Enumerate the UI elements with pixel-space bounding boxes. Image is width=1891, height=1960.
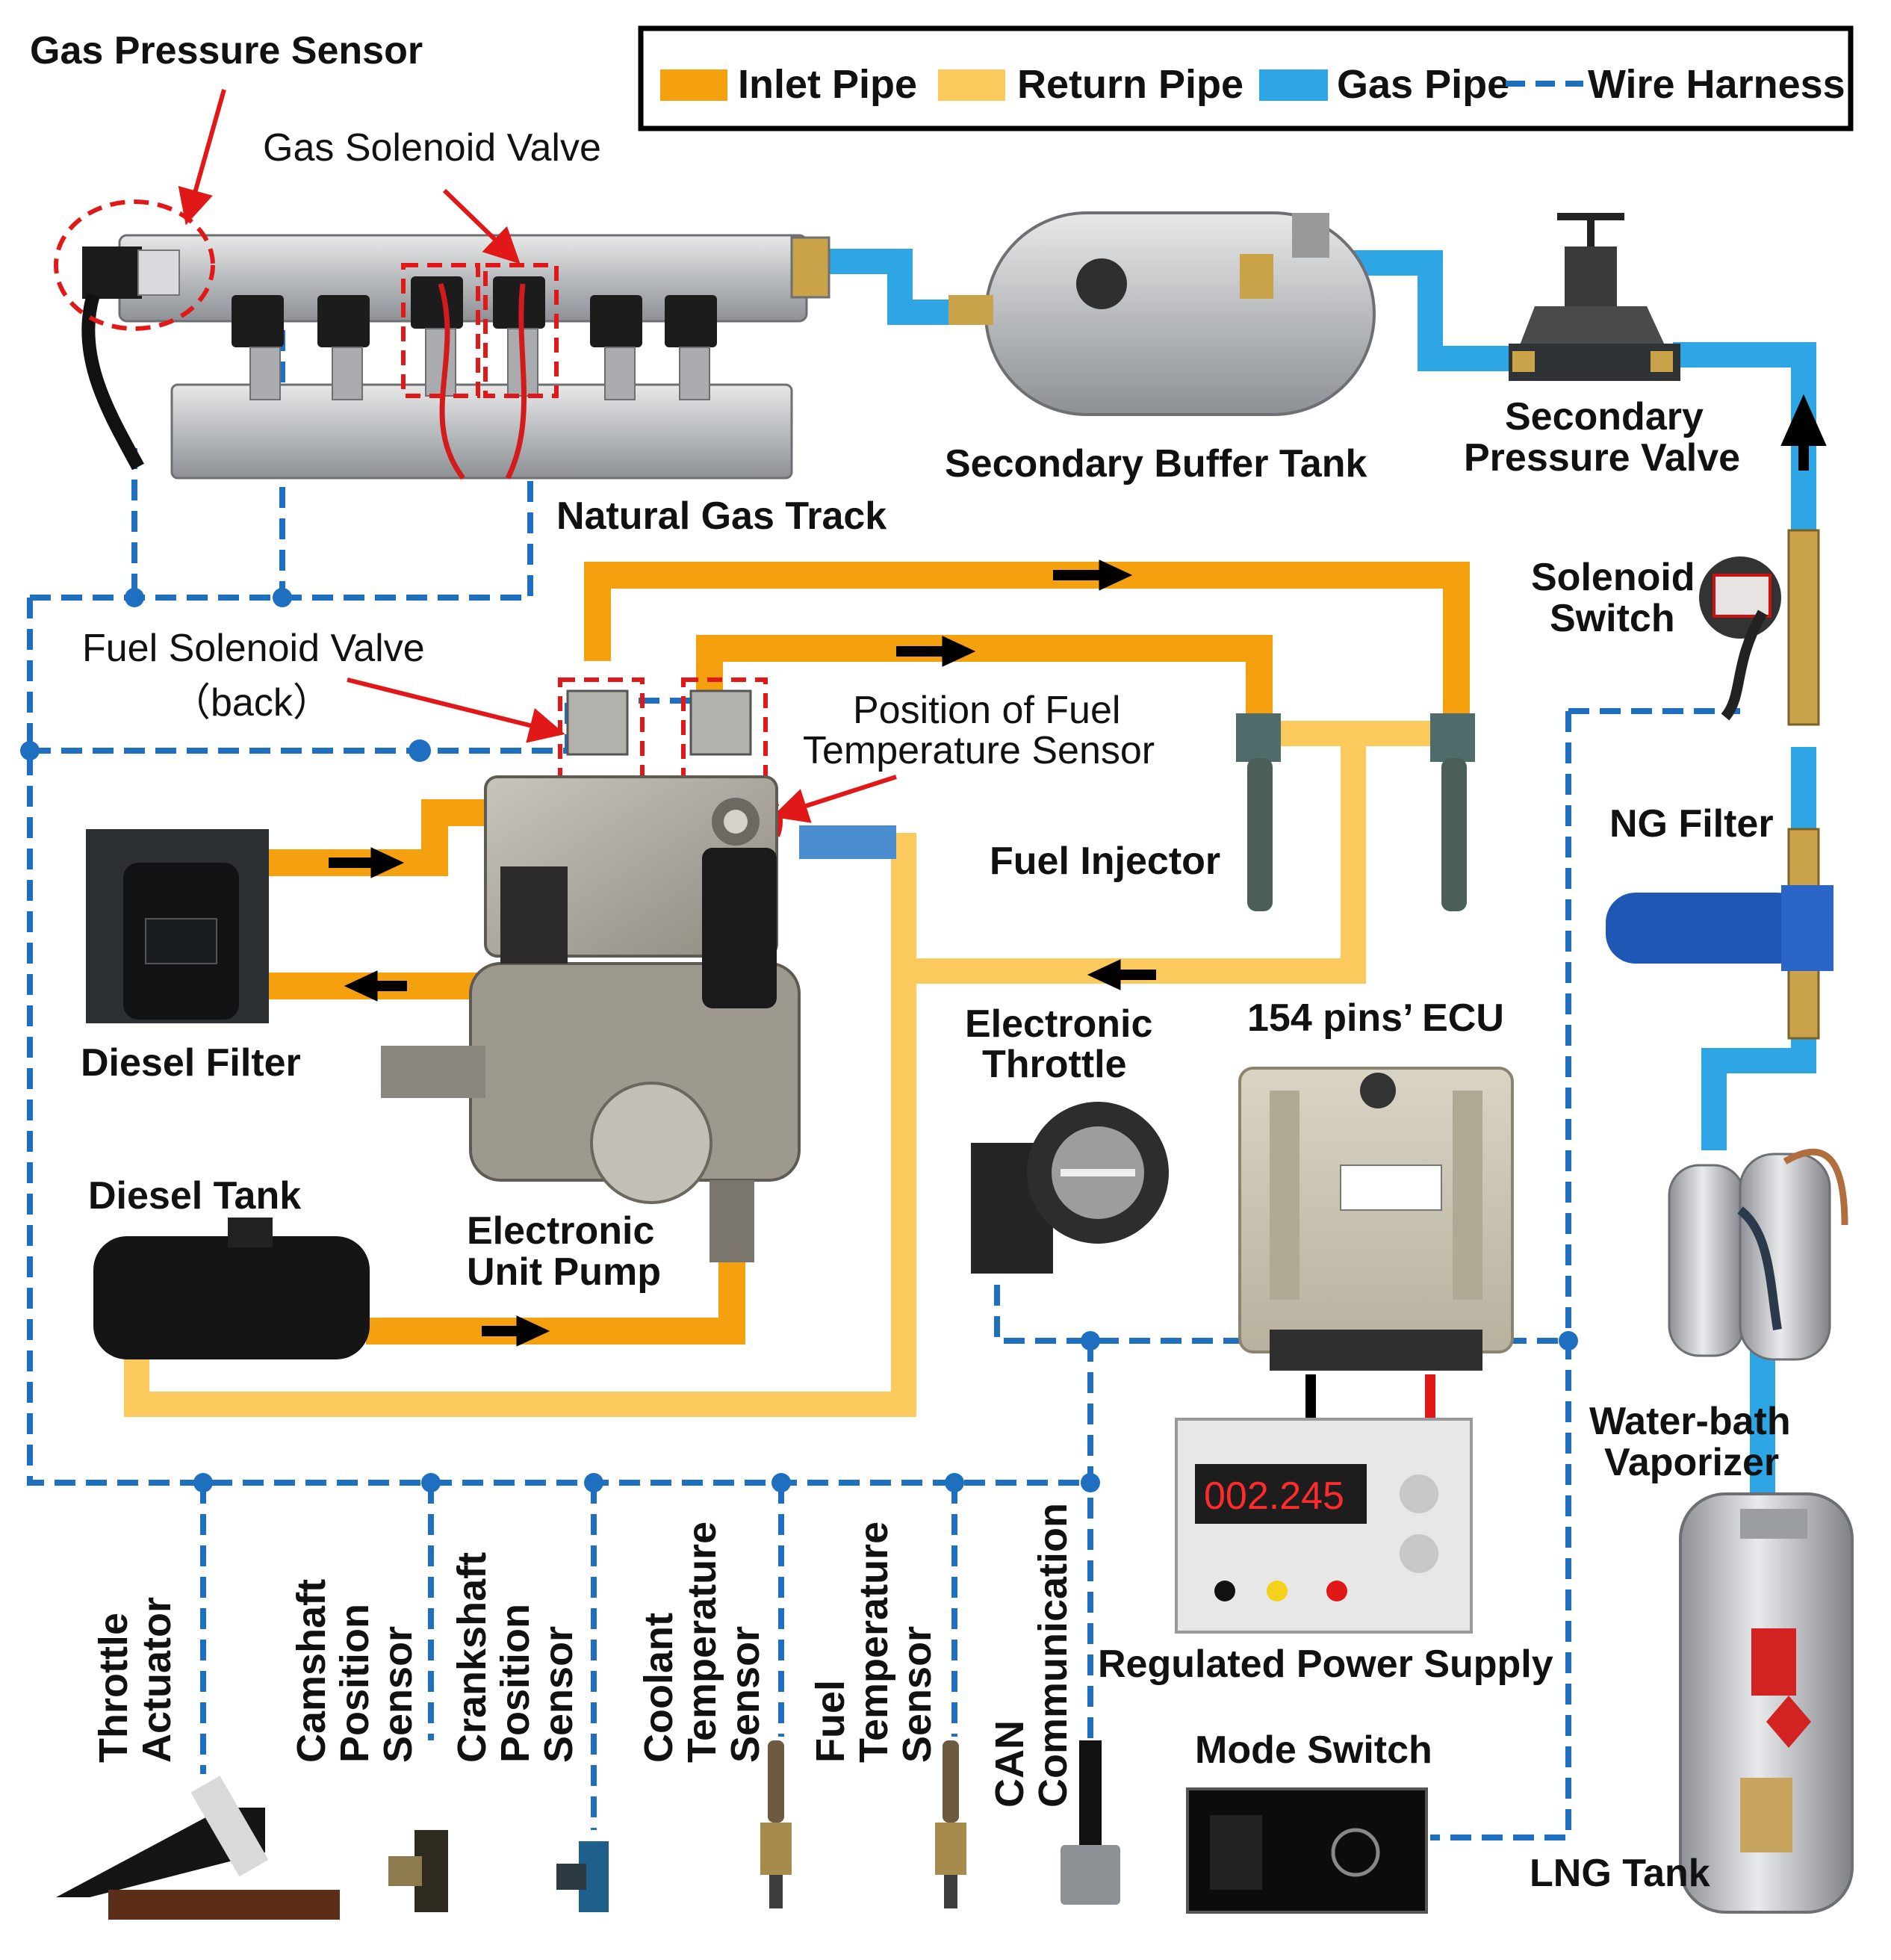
ng-filter-image [1606,828,1833,1040]
sensor-label-line: Sensor [723,1626,768,1763]
sensor-label-line: Fuel [808,1680,853,1763]
regulated-power-supply-image: 002.245 [1175,1374,1473,1634]
legend-swatch-return [938,69,1005,101]
sensor-label-throttle-actuator: Throttle Actuator [91,1597,179,1763]
sensor-label-line: Sensor [376,1626,420,1763]
sensor-label-fuel-temperature: Fuel Temperature Sensor [808,1522,940,1763]
legend-label-wire: Wire Harness [1588,62,1845,107]
legend-swatch-inlet [660,69,727,101]
camshaft-sensor-image [388,1830,448,1912]
label-regulated-power-supply: Regulated Power Supply [1098,1643,1553,1686]
sensor-label-line: Sensor [895,1626,940,1763]
label-secondary-buffer-tank: Secondary Buffer Tank [945,442,1367,486]
label-ng-filter: NG Filter [1609,802,1774,846]
label-fuel-solenoid-valve-2: （back） [172,681,332,725]
secondary-buffer-tank-image [948,211,1376,416]
sensor-label-line: CAN [987,1720,1032,1808]
secondary-pressure-valve-image [1509,213,1680,381]
callout-arrows [178,89,897,823]
sensor-label-can: CAN Communication [987,1503,1075,1808]
sensor-label-line: Camshaft [289,1579,334,1763]
can-connector-image [1061,1740,1120,1905]
sensor-label-line: Communication [1031,1503,1075,1808]
legend-label-return: Return Pipe [1017,62,1243,107]
legend-frame [638,25,1854,131]
legend-label-inlet: Inlet Pipe [738,62,917,107]
gas-flow-arrow [1780,394,1827,471]
throttle-actuator-image [56,1776,340,1920]
fuel-temp-sensor-image [935,1740,966,1908]
electronic-throttle-image [971,1102,1169,1274]
return-pipe [124,721,1434,1417]
label-electronic-throttle-2: Throttle [982,1043,1127,1086]
label-diesel-tank: Diesel Tank [88,1174,301,1218]
crankshaft-sensor-image [556,1841,609,1912]
label-secondary-pressure-valve-2: Pressure Valve [1464,436,1740,480]
legend-label-gas: Gas Pipe [1337,62,1509,107]
solenoid-switch-image [1699,529,1820,726]
labels: Gas Pressure Sensor Gas Solenoid Valve N… [30,29,1791,1895]
sensor-label-crankshaft: Crankshaft Position Sensor [450,1552,581,1763]
label-mode-switch: Mode Switch [1195,1728,1432,1772]
label-electronic-throttle-1: Electronic [965,1002,1152,1046]
label-water-bath-vaporizer-1: Water-bath [1589,1400,1791,1443]
legend: Inlet Pipe Return Pipe Gas Pipe Wire Har… [638,25,1854,131]
label-fuel-temp-position-2: Temperature Sensor [803,729,1155,772]
power-supply-display: 002.245 [1204,1474,1344,1518]
sensor-label-line: Temperature [680,1522,724,1763]
sensor-label-line: Throttle [91,1613,136,1763]
sensor-label-line: Position [332,1604,377,1763]
natural-gas-track-image [81,234,830,480]
label-water-bath-vaporizer-2: Vaporizer [1604,1441,1779,1484]
label-electronic-unit-pump-2: Unit Pump [467,1250,661,1294]
sensor-label-coolant: Coolant Temperature Sensor [636,1522,768,1763]
sensor-label-line: Sensor [536,1626,581,1763]
coolant-sensor-image [760,1740,792,1908]
sensor-label-line: Crankshaft [450,1552,494,1763]
label-lng-tank: LNG Tank [1530,1852,1710,1895]
label-diesel-filter: Diesel Filter [81,1041,301,1085]
flow-arrows [329,559,1156,1347]
label-gas-solenoid-valve: Gas Solenoid Valve [263,126,601,170]
label-fuel-injector: Fuel Injector [990,840,1220,883]
sensor-label-line: Coolant [636,1613,681,1763]
legend-swatch-gas [1259,69,1328,101]
label-secondary-pressure-valve-1: Secondary [1505,395,1704,438]
sensor-label-line: Position [493,1604,538,1763]
electronic-unit-pump-image [381,689,896,1262]
mode-switch-image [1186,1787,1428,1914]
wire-junctions [20,588,1578,1492]
lng-tank-image [1679,1492,1854,1914]
ecu-image [1238,1067,1514,1371]
label-natural-gas-track: Natural Gas Track [556,494,886,538]
sensor-label-camshaft: Camshaft Position Sensor [289,1579,420,1763]
diesel-filter-image [86,829,269,1023]
label-gas-pressure-sensor: Gas Pressure Sensor [30,29,423,72]
diesel-tank-image [93,1218,370,1359]
label-ecu: 154 pins’ ECU [1247,996,1504,1040]
label-fuel-temp-position-1: Position of Fuel [853,689,1120,732]
label-fuel-solenoid-valve-1: Fuel Solenoid Valve [82,627,425,670]
sensor-labels: Throttle Actuator Camshaft Position Sens… [91,1503,1075,1808]
water-bath-vaporizer-image [1668,1148,1848,1361]
label-electronic-unit-pump-1: Electronic [467,1209,654,1253]
label-solenoid-switch-1: Solenoid [1531,556,1695,599]
sensor-label-line: Temperature [851,1522,896,1763]
fuel-injector-image [1236,713,1475,911]
sensor-label-line: Actuator [134,1597,179,1763]
label-solenoid-switch-2: Switch [1550,597,1675,640]
